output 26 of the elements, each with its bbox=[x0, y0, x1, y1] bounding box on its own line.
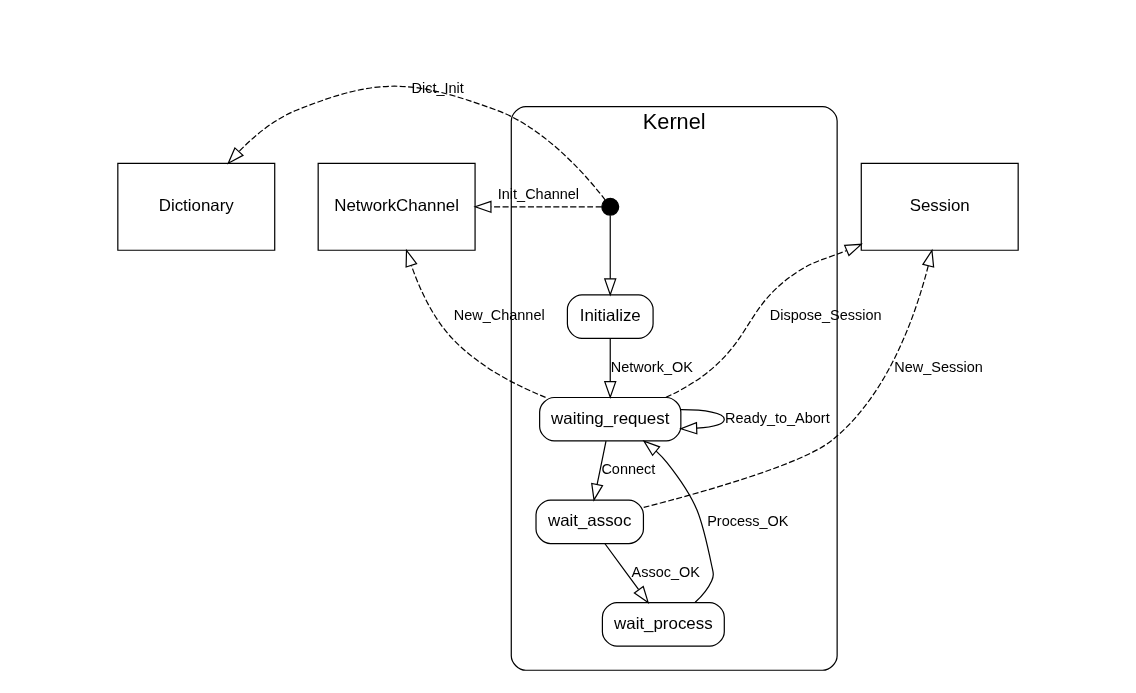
arrow bbox=[665, 243, 863, 398]
node-box: Initialize bbox=[566, 294, 654, 339]
arrow bbox=[603, 338, 617, 400]
node-box: Dictionary bbox=[117, 162, 276, 251]
node-box: waiting_request bbox=[539, 396, 682, 442]
arrow bbox=[642, 439, 714, 603]
edge-label: Dict_Init bbox=[411, 79, 464, 96]
arrow bbox=[643, 248, 935, 509]
arrow bbox=[604, 543, 650, 604]
edge-label: Network_OK bbox=[610, 358, 693, 375]
arrow bbox=[405, 248, 547, 398]
node-box: Session bbox=[860, 162, 1019, 251]
edge-label: Assoc_OK bbox=[631, 563, 700, 580]
edge-label: Process_OK bbox=[707, 512, 789, 529]
edge-label: New_Session bbox=[894, 358, 983, 375]
node-box: NetworkChannel bbox=[317, 162, 476, 251]
edge-label: Connect bbox=[601, 461, 656, 478]
node-circle bbox=[601, 197, 620, 216]
arrow bbox=[679, 409, 725, 435]
arrow bbox=[591, 440, 607, 502]
node-box: wait_assoc bbox=[535, 499, 645, 545]
arrow bbox=[473, 200, 603, 214]
edge-label: Ready_to_Abort bbox=[725, 409, 830, 426]
arrow bbox=[227, 85, 606, 201]
node-box: wait_process bbox=[601, 602, 725, 647]
arrow bbox=[603, 214, 617, 297]
